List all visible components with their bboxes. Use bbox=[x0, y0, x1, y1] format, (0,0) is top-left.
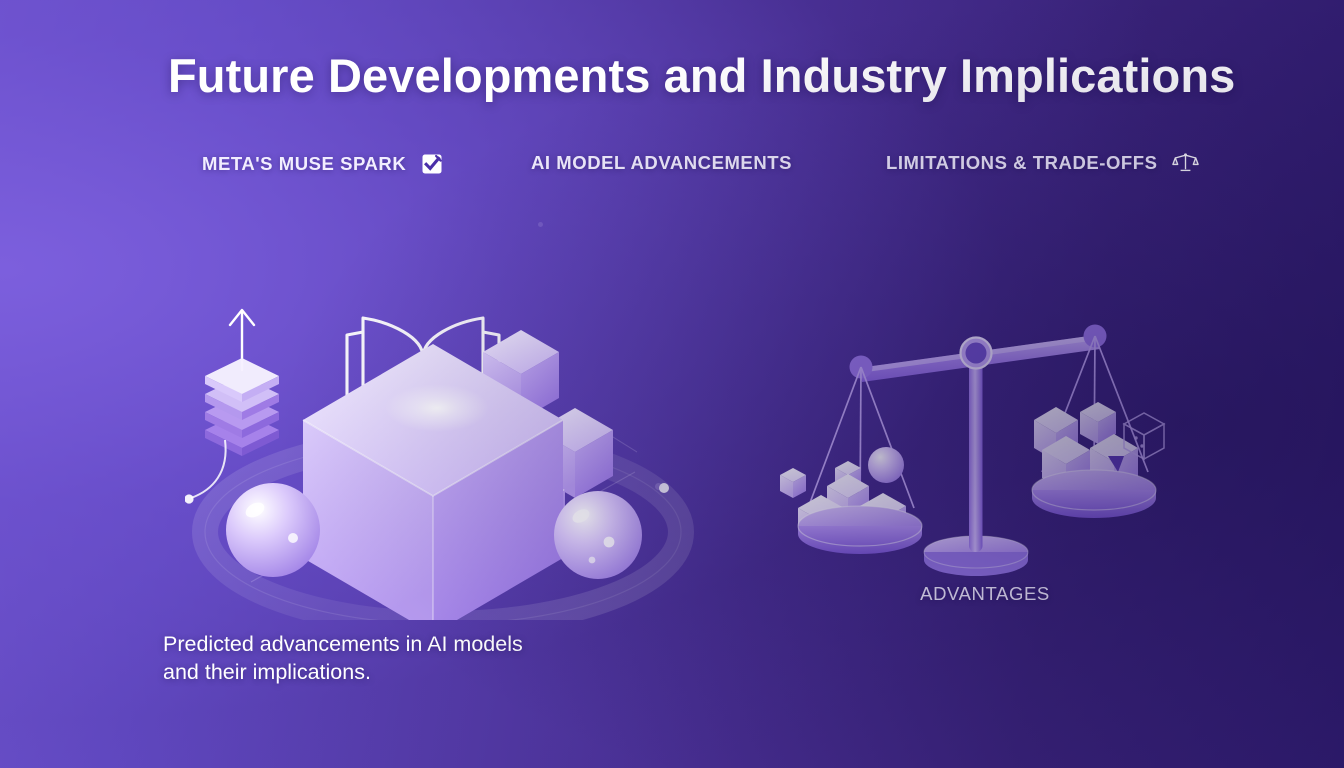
advantages-label: ADVANTAGES bbox=[920, 583, 1050, 604]
left-pan bbox=[797, 505, 923, 554]
sphere-left bbox=[226, 483, 320, 577]
stacked-layers bbox=[185, 308, 279, 504]
checkbox-checked-icon bbox=[420, 152, 444, 176]
page-title: Future Developments and Industry Implica… bbox=[168, 49, 1236, 102]
left-illustration bbox=[185, 240, 705, 620]
floating-dot bbox=[659, 483, 669, 493]
balance-scale-icon bbox=[1171, 152, 1199, 174]
section-header-label: AI MODEL ADVANCEMENTS bbox=[531, 152, 792, 173]
section-header-label: LIMITATIONS & TRADE-OFFS bbox=[886, 152, 1158, 173]
section-header-metas-muse-spark[interactable]: META'S MUSE SPARK bbox=[202, 152, 444, 176]
sphere-right bbox=[554, 491, 642, 579]
section-header-row: META'S MUSE SPARK AI MODEL ADVANCEMENTS … bbox=[168, 152, 1228, 186]
section-header-label: META'S MUSE SPARK bbox=[202, 153, 407, 174]
left-panel-caption: Predicted advancements in AI models and … bbox=[163, 632, 523, 685]
speck-dot bbox=[538, 222, 543, 227]
section-header-ai-model-advancements[interactable]: AI MODEL ADVANCEMENTS bbox=[531, 152, 792, 174]
wireframe-cube bbox=[1122, 412, 1166, 461]
right-illustration bbox=[780, 320, 1180, 590]
right-pan bbox=[1031, 469, 1157, 518]
section-header-limitations-trade-offs[interactable]: LIMITATIONS & TRADE-OFFS bbox=[886, 152, 1199, 174]
large-glowing-cube bbox=[302, 344, 564, 620]
scale-post bbox=[969, 356, 983, 552]
scale-pivot bbox=[959, 336, 993, 370]
